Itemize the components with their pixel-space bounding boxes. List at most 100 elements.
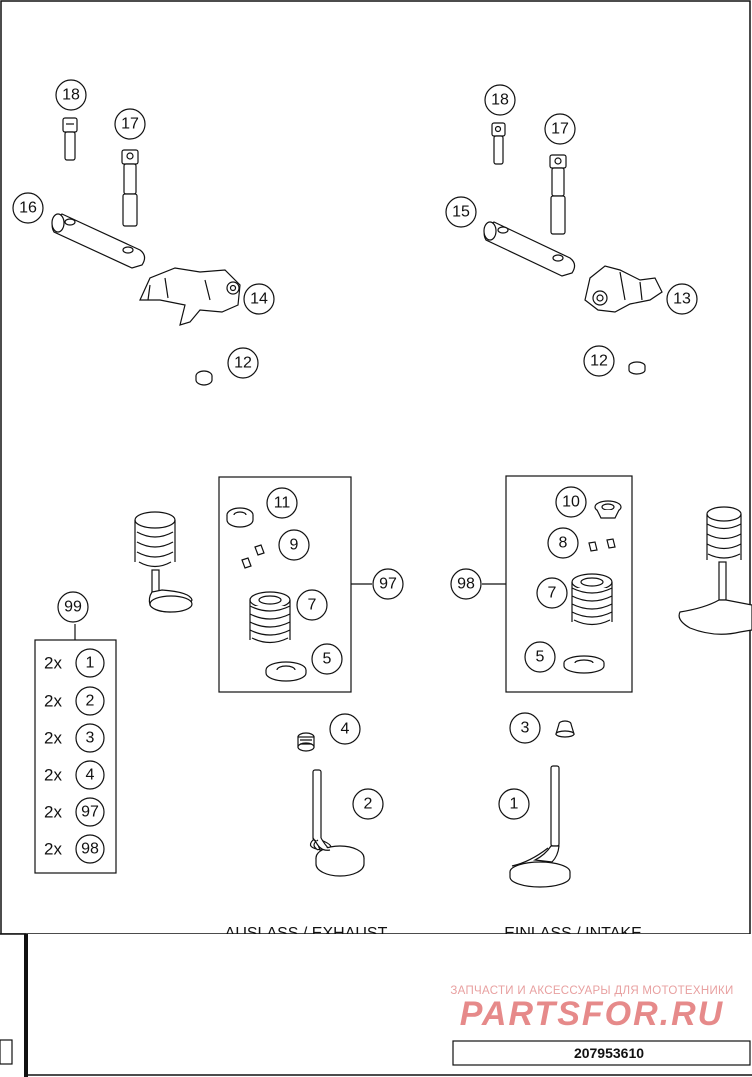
bolt-18-right-part	[491, 122, 506, 165]
bolt-18-left-part	[62, 117, 78, 161]
svg-text:11: 11	[274, 495, 291, 512]
kit-list-qty: 2x	[44, 654, 62, 673]
callout-5-exhaust: 5	[311, 643, 343, 675]
callout-3: 3	[509, 712, 541, 744]
callout-8: 8	[547, 527, 579, 559]
rocker-arm-14-part	[139, 267, 241, 326]
kit-list-part-number: 97	[81, 804, 99, 821]
title-block-small-box	[0, 1039, 13, 1065]
svg-text:3: 3	[521, 720, 530, 737]
kit-list-qty: 2x	[44, 840, 62, 859]
svg-text:2: 2	[364, 796, 373, 813]
svg-text:14: 14	[250, 291, 268, 308]
spring-seat-5-intake-part	[563, 655, 605, 674]
svg-text:7: 7	[308, 597, 317, 614]
title-block-divider	[24, 934, 28, 1077]
svg-text:99: 99	[64, 599, 82, 616]
callout-12-right: 12	[583, 345, 615, 377]
svg-text:98: 98	[457, 576, 475, 593]
exhaust-valve-2-part	[309, 769, 365, 877]
svg-text:12: 12	[234, 355, 252, 372]
callout-16: 16	[12, 192, 44, 224]
callout-15: 15	[445, 196, 477, 228]
callout-13: 13	[666, 283, 698, 315]
kit-list-part-number: 98	[81, 841, 99, 858]
callout-5-intake: 5	[524, 641, 556, 673]
kit-list-part-number: 1	[86, 655, 95, 672]
svg-text:8: 8	[559, 535, 568, 552]
rocker-arm-13-part	[584, 265, 663, 313]
callout-97: 97	[372, 568, 404, 600]
bolt-17-left-part	[121, 149, 139, 227]
exhaust-valve-assembly-part	[134, 511, 193, 613]
reference-number-box	[452, 1040, 751, 1066]
kit-list-part-number: 3	[86, 730, 95, 747]
callout-9: 9	[278, 529, 310, 561]
kit-99-list-box	[34, 639, 117, 874]
valve-keepers-9-part	[241, 544, 265, 569]
svg-text:10: 10	[562, 494, 580, 511]
svg-text:12: 12	[590, 353, 608, 370]
valve-spring-7-exhaust-part	[249, 591, 291, 644]
svg-text:5: 5	[536, 649, 545, 666]
kit-list-row: 2x 2	[44, 686, 105, 716]
svg-text:1: 1	[510, 796, 519, 813]
watermark-tagline: ЗАПЧАСТИ И АКСЕССУАРЫ ДЛЯ МОТОТЕХНИКИ	[450, 985, 733, 997]
spring-retainer-10-part	[594, 500, 622, 519]
intake-valve-1-part	[509, 765, 571, 888]
callout-18-left: 18	[55, 79, 87, 111]
kit-list-row: 2x 97	[44, 797, 105, 827]
spring-retainer-11-part	[226, 507, 254, 528]
callout-7-exhaust: 7	[296, 589, 328, 621]
callout-18-right: 18	[484, 84, 516, 116]
intake-valve-assembly-part	[678, 506, 752, 635]
bolt-17-right-part	[549, 154, 567, 235]
svg-text:17: 17	[121, 116, 139, 133]
callout-2: 2	[352, 788, 384, 820]
kit-list-row: 2x 98	[44, 834, 105, 864]
callout-17-left: 17	[114, 108, 146, 140]
valve-spring-7-intake-part	[571, 573, 613, 626]
svg-text:13: 13	[673, 291, 691, 308]
kit-list-part-number: 4	[86, 767, 95, 784]
callout-11: 11	[266, 487, 298, 519]
kit-list-qty: 2x	[44, 692, 62, 711]
kit-list-row: 2x 3	[44, 723, 105, 753]
svg-text:5: 5	[323, 651, 332, 668]
kit-list-qty: 2x	[44, 766, 62, 785]
kit-list-qty: 2x	[44, 729, 62, 748]
spring-seat-5-exhaust-part	[265, 661, 307, 682]
rocker-shaft-15-part	[483, 221, 576, 277]
svg-text:18: 18	[62, 87, 80, 104]
kit-list-qty: 2x	[44, 803, 62, 822]
watermark-logo: PARTSFOR.RU	[460, 995, 724, 1033]
pad-12-right-part	[628, 361, 646, 375]
valve-stem-seal-4-part	[297, 732, 315, 752]
kit-list-row: 2x 1	[44, 648, 105, 678]
callout-14: 14	[243, 283, 275, 315]
callout-98: 98	[450, 568, 482, 600]
callout-7-intake: 7	[536, 577, 568, 609]
callout-10: 10	[555, 486, 587, 518]
kit-list-part-number: 2	[86, 693, 95, 710]
callout-12-left: 12	[227, 347, 259, 379]
kit-list-row: 2x 4	[44, 760, 105, 790]
callout-17-right: 17	[544, 113, 576, 145]
svg-text:17: 17	[551, 121, 569, 138]
callout-99: 99	[57, 591, 89, 623]
svg-text:7: 7	[548, 585, 557, 602]
valve-stem-seal-3-part	[555, 720, 575, 738]
reference-number: 207953610	[574, 1045, 644, 1061]
svg-text:4: 4	[341, 721, 350, 738]
svg-text:15: 15	[452, 204, 470, 221]
callout-1: 1	[498, 788, 530, 820]
pad-12-left-part	[195, 370, 213, 386]
callout-4: 4	[329, 713, 361, 745]
svg-text:9: 9	[290, 537, 299, 554]
svg-text:16: 16	[19, 200, 37, 217]
svg-text:97: 97	[379, 576, 397, 593]
svg-text:18: 18	[491, 92, 509, 109]
rocker-shaft-16-part	[51, 213, 146, 269]
valve-keepers-8-part	[588, 538, 616, 552]
